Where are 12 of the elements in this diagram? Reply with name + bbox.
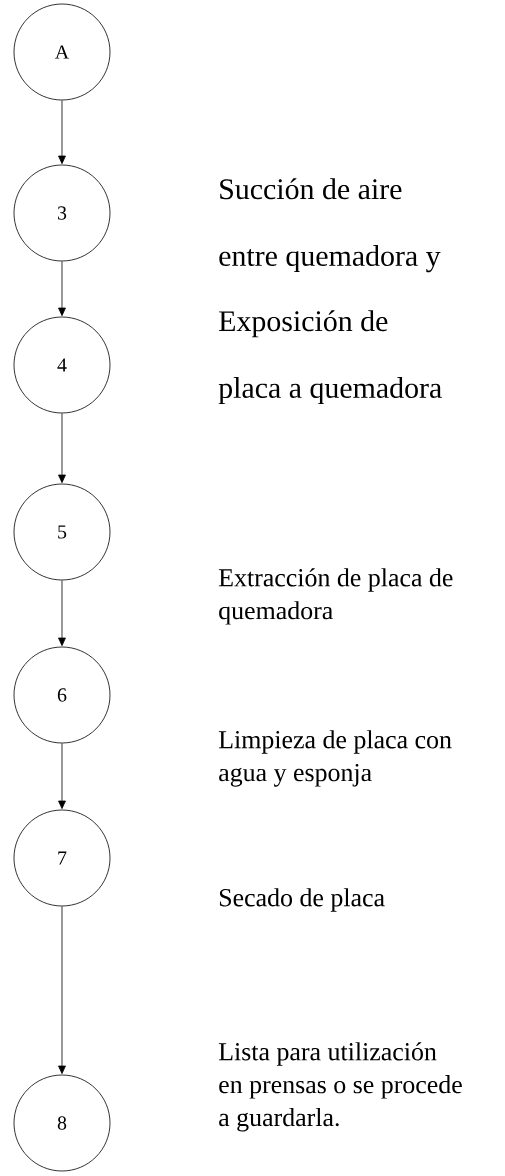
arrow (58, 100, 66, 165)
step-description: Lista para utilización en prensas o se procede a guardarla. (218, 1042, 462, 1132)
arrow (58, 580, 66, 647)
step-description: Exposición de placa a quemadora (218, 310, 442, 405)
arrow (58, 743, 66, 809)
step-description: Succión de aire entre quemadora y (219, 178, 441, 273)
step-description: Secado de placa (219, 888, 385, 912)
step-description: Limpieza de placa con agua y esponja (218, 730, 452, 787)
step-description: Extracción de placa de quemadora (218, 568, 453, 625)
arrow (58, 906, 66, 1074)
arrow (58, 413, 66, 484)
arrow (58, 261, 66, 317)
